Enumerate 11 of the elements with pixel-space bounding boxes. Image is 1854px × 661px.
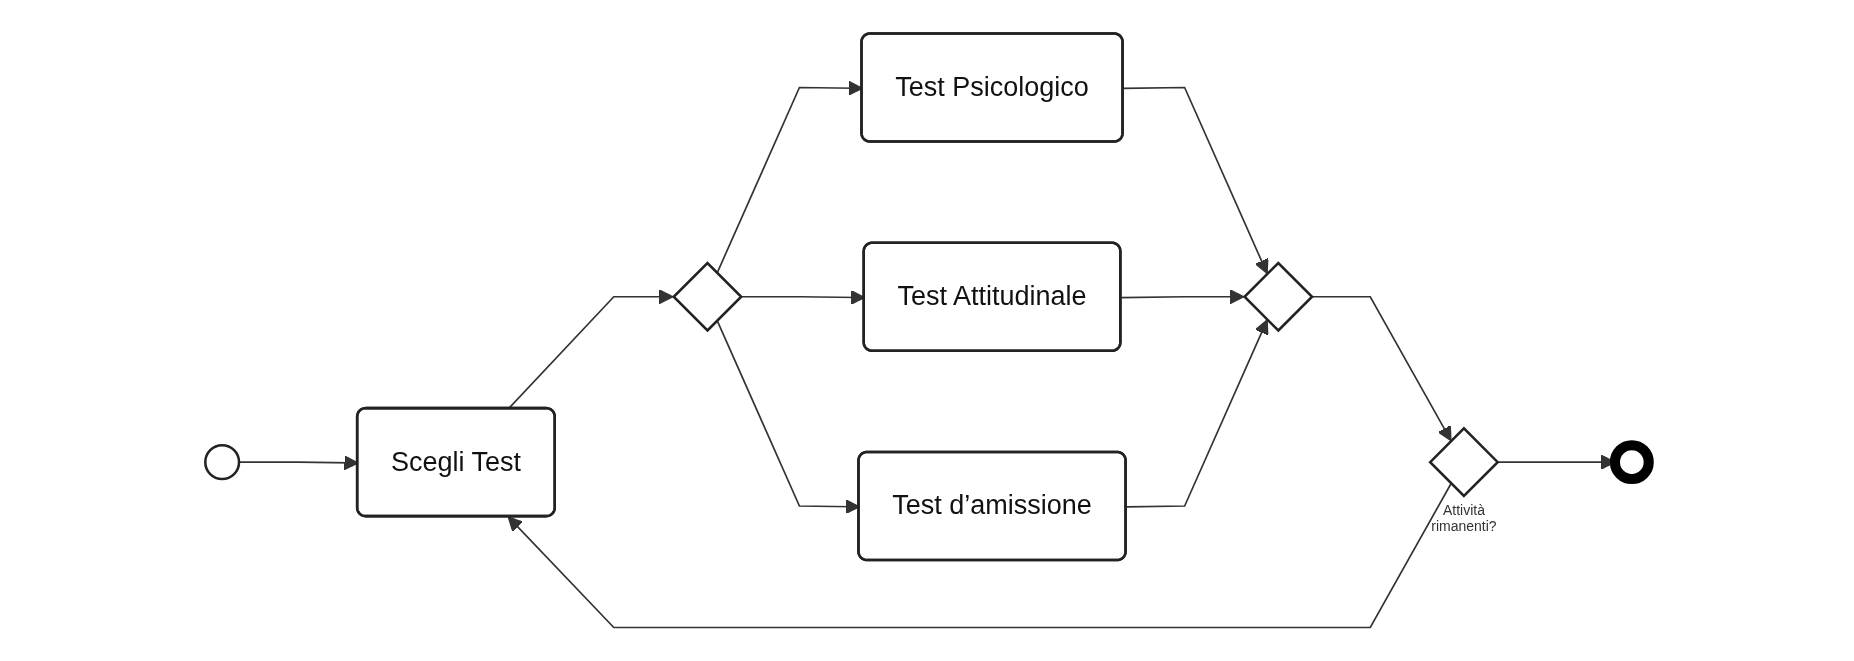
arrow: [1120, 289, 1245, 305]
arrow: [1122, 86, 1269, 275]
node-diamond: [1242, 261, 1314, 333]
node-diamond: [1428, 426, 1500, 498]
arrow: [1125, 319, 1269, 508]
node-diamond: [671, 261, 743, 333]
arrow: [1310, 295, 1452, 442]
arrow: [507, 482, 1452, 629]
node-circle: [204, 444, 241, 481]
gateway-caption: Attività rimanenti?: [1430, 501, 1498, 534]
node-circle: [1609, 440, 1654, 485]
